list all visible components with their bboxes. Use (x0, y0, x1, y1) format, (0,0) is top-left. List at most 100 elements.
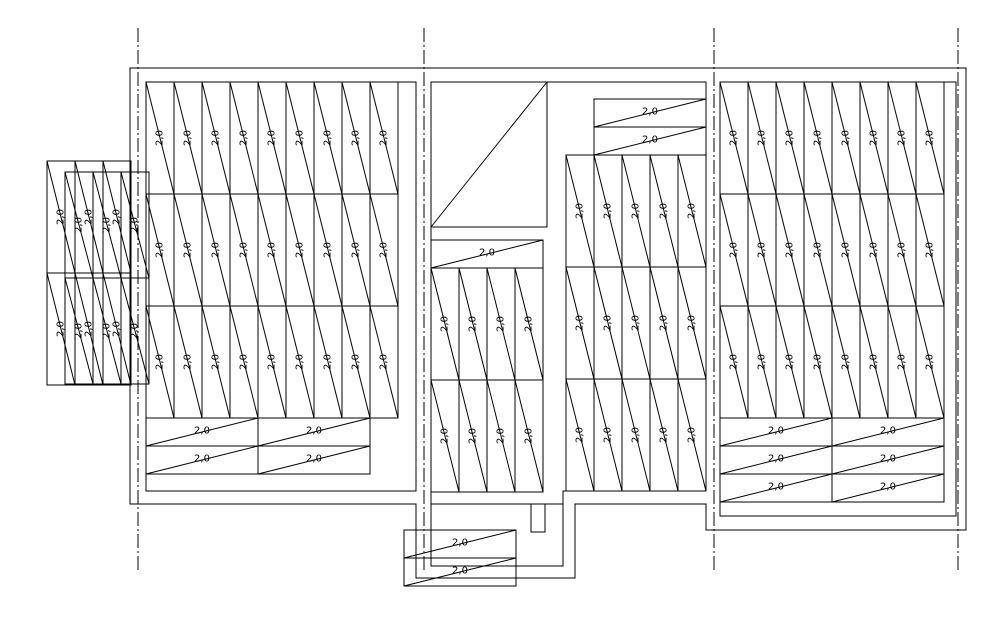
slab-panel: 2,0 (565, 154, 595, 268)
slab-panel: 2,0 (102, 272, 132, 386)
panel-label: 2,0 (194, 426, 210, 437)
shaft-opening (430, 81, 548, 228)
panel-diagonal (887, 81, 917, 195)
panel-diagonal (486, 379, 516, 493)
panel-diagonal (831, 473, 945, 503)
slab-panel: 2,0 (649, 378, 679, 492)
panel-diagonal (831, 445, 945, 475)
panel-diagonal (145, 193, 175, 307)
panel-label: 2,0 (897, 242, 908, 258)
panel-diagonal (747, 81, 777, 195)
slab-panel: 2,0 (120, 277, 150, 385)
slab-panel: 2,0 (593, 378, 623, 492)
slab-panel: 2,0 (257, 305, 287, 419)
panel-diagonal (145, 305, 175, 419)
slab-panel: 2,0 (915, 193, 945, 307)
slab-panel: 2,0 (173, 305, 203, 419)
panel-label: 2,0 (687, 315, 698, 331)
panel-diagonal (64, 277, 94, 385)
slab-panel: 2,0 (775, 81, 805, 195)
panel-label: 2,0 (785, 242, 796, 258)
slab-panel: 2,0 (145, 81, 175, 195)
panel-diagonal (831, 305, 861, 419)
panel-diagonal (173, 305, 203, 419)
slab-panel: 2,0 (649, 154, 679, 268)
panel-diagonal (593, 126, 707, 156)
panel-diagonal (341, 81, 371, 195)
panel-label: 2,0 (452, 566, 468, 577)
room-right (719, 81, 957, 517)
panel-label: 2,0 (239, 242, 250, 258)
panel-diagonal (719, 305, 749, 419)
panel-diagonal (201, 81, 231, 195)
slab-panel: 2,0 (257, 445, 371, 475)
panel-label: 2,0 (295, 242, 306, 258)
panel-label: 2,0 (102, 217, 113, 233)
stair-notch (530, 504, 546, 533)
slab-panel: 2,0 (514, 379, 544, 493)
panel-diagonal (257, 193, 287, 307)
panel-label: 2,0 (687, 427, 698, 443)
entrance-wall (430, 504, 564, 567)
panel-diagonal (430, 239, 544, 269)
slab-panel: 2,0 (565, 378, 595, 492)
panel-label: 2,0 (757, 354, 768, 370)
slab-panel: 2,0 (285, 81, 315, 195)
panel-label: 2,0 (84, 209, 95, 225)
panel-label: 2,0 (768, 426, 784, 437)
panel-label: 2,0 (575, 315, 586, 331)
slab-panel: 2,0 (46, 160, 76, 274)
axis-lines (137, 28, 959, 572)
panel-label: 2,0 (183, 354, 194, 370)
panel-label: 2,0 (603, 315, 614, 331)
panel-diagonal (677, 266, 707, 380)
panel-diagonal (719, 445, 833, 475)
panel-label: 2,0 (155, 354, 166, 370)
panel-label: 2,0 (183, 242, 194, 258)
panel-diagonal (719, 81, 749, 195)
slab-panel: 2,0 (719, 81, 749, 195)
slab-panel: 2,0 (313, 193, 343, 307)
slab-panel: 2,0 (201, 305, 231, 419)
panel-outline (403, 557, 517, 587)
panel-label: 2,0 (267, 130, 278, 146)
slab-panel: 2,0 (369, 81, 399, 195)
panel-label: 2,0 (603, 203, 614, 219)
panel-label: 2,0 (925, 242, 936, 258)
slab-panel: 2,0 (887, 305, 917, 419)
panel-label: 2,0 (306, 454, 322, 465)
slab-panel: 2,0 (859, 81, 889, 195)
panel-diagonal (649, 266, 679, 380)
panel-diagonal (677, 154, 707, 268)
panel-diagonal (747, 305, 777, 419)
slab-panel: 2,0 (173, 193, 203, 307)
panel-label: 2,0 (112, 321, 123, 337)
panel-label: 2,0 (323, 354, 334, 370)
panel-diagonal (201, 305, 231, 419)
panel-diagonal (430, 379, 460, 493)
panel-diagonal (369, 193, 399, 307)
panel-label: 2,0 (323, 242, 334, 258)
panel-label: 2,0 (631, 315, 642, 331)
panel-label: 2,0 (211, 242, 222, 258)
panel-label: 2,0 (379, 130, 390, 146)
panel-diagonal (593, 378, 623, 492)
slab-panel: 2,0 (341, 193, 371, 307)
panel-diagonal (285, 305, 315, 419)
slab-panel: 2,0 (649, 266, 679, 380)
panel-label: 2,0 (897, 130, 908, 146)
panel-label: 2,0 (468, 428, 479, 444)
panel-label: 2,0 (496, 316, 507, 332)
panel-diagonal (92, 171, 122, 279)
slab-panel: 2,0 (341, 81, 371, 195)
panel-label: 2,0 (379, 354, 390, 370)
panel-diagonal (831, 417, 945, 447)
panel-label: 2,0 (323, 130, 334, 146)
panel-diagonal (486, 267, 516, 381)
panel-outline (369, 305, 399, 419)
slab-panel: 2,0 (285, 305, 315, 419)
slab-panel: 2,0 (369, 193, 399, 307)
panel-label: 2,0 (479, 248, 495, 259)
slab-panel: 2,0 (145, 305, 175, 419)
